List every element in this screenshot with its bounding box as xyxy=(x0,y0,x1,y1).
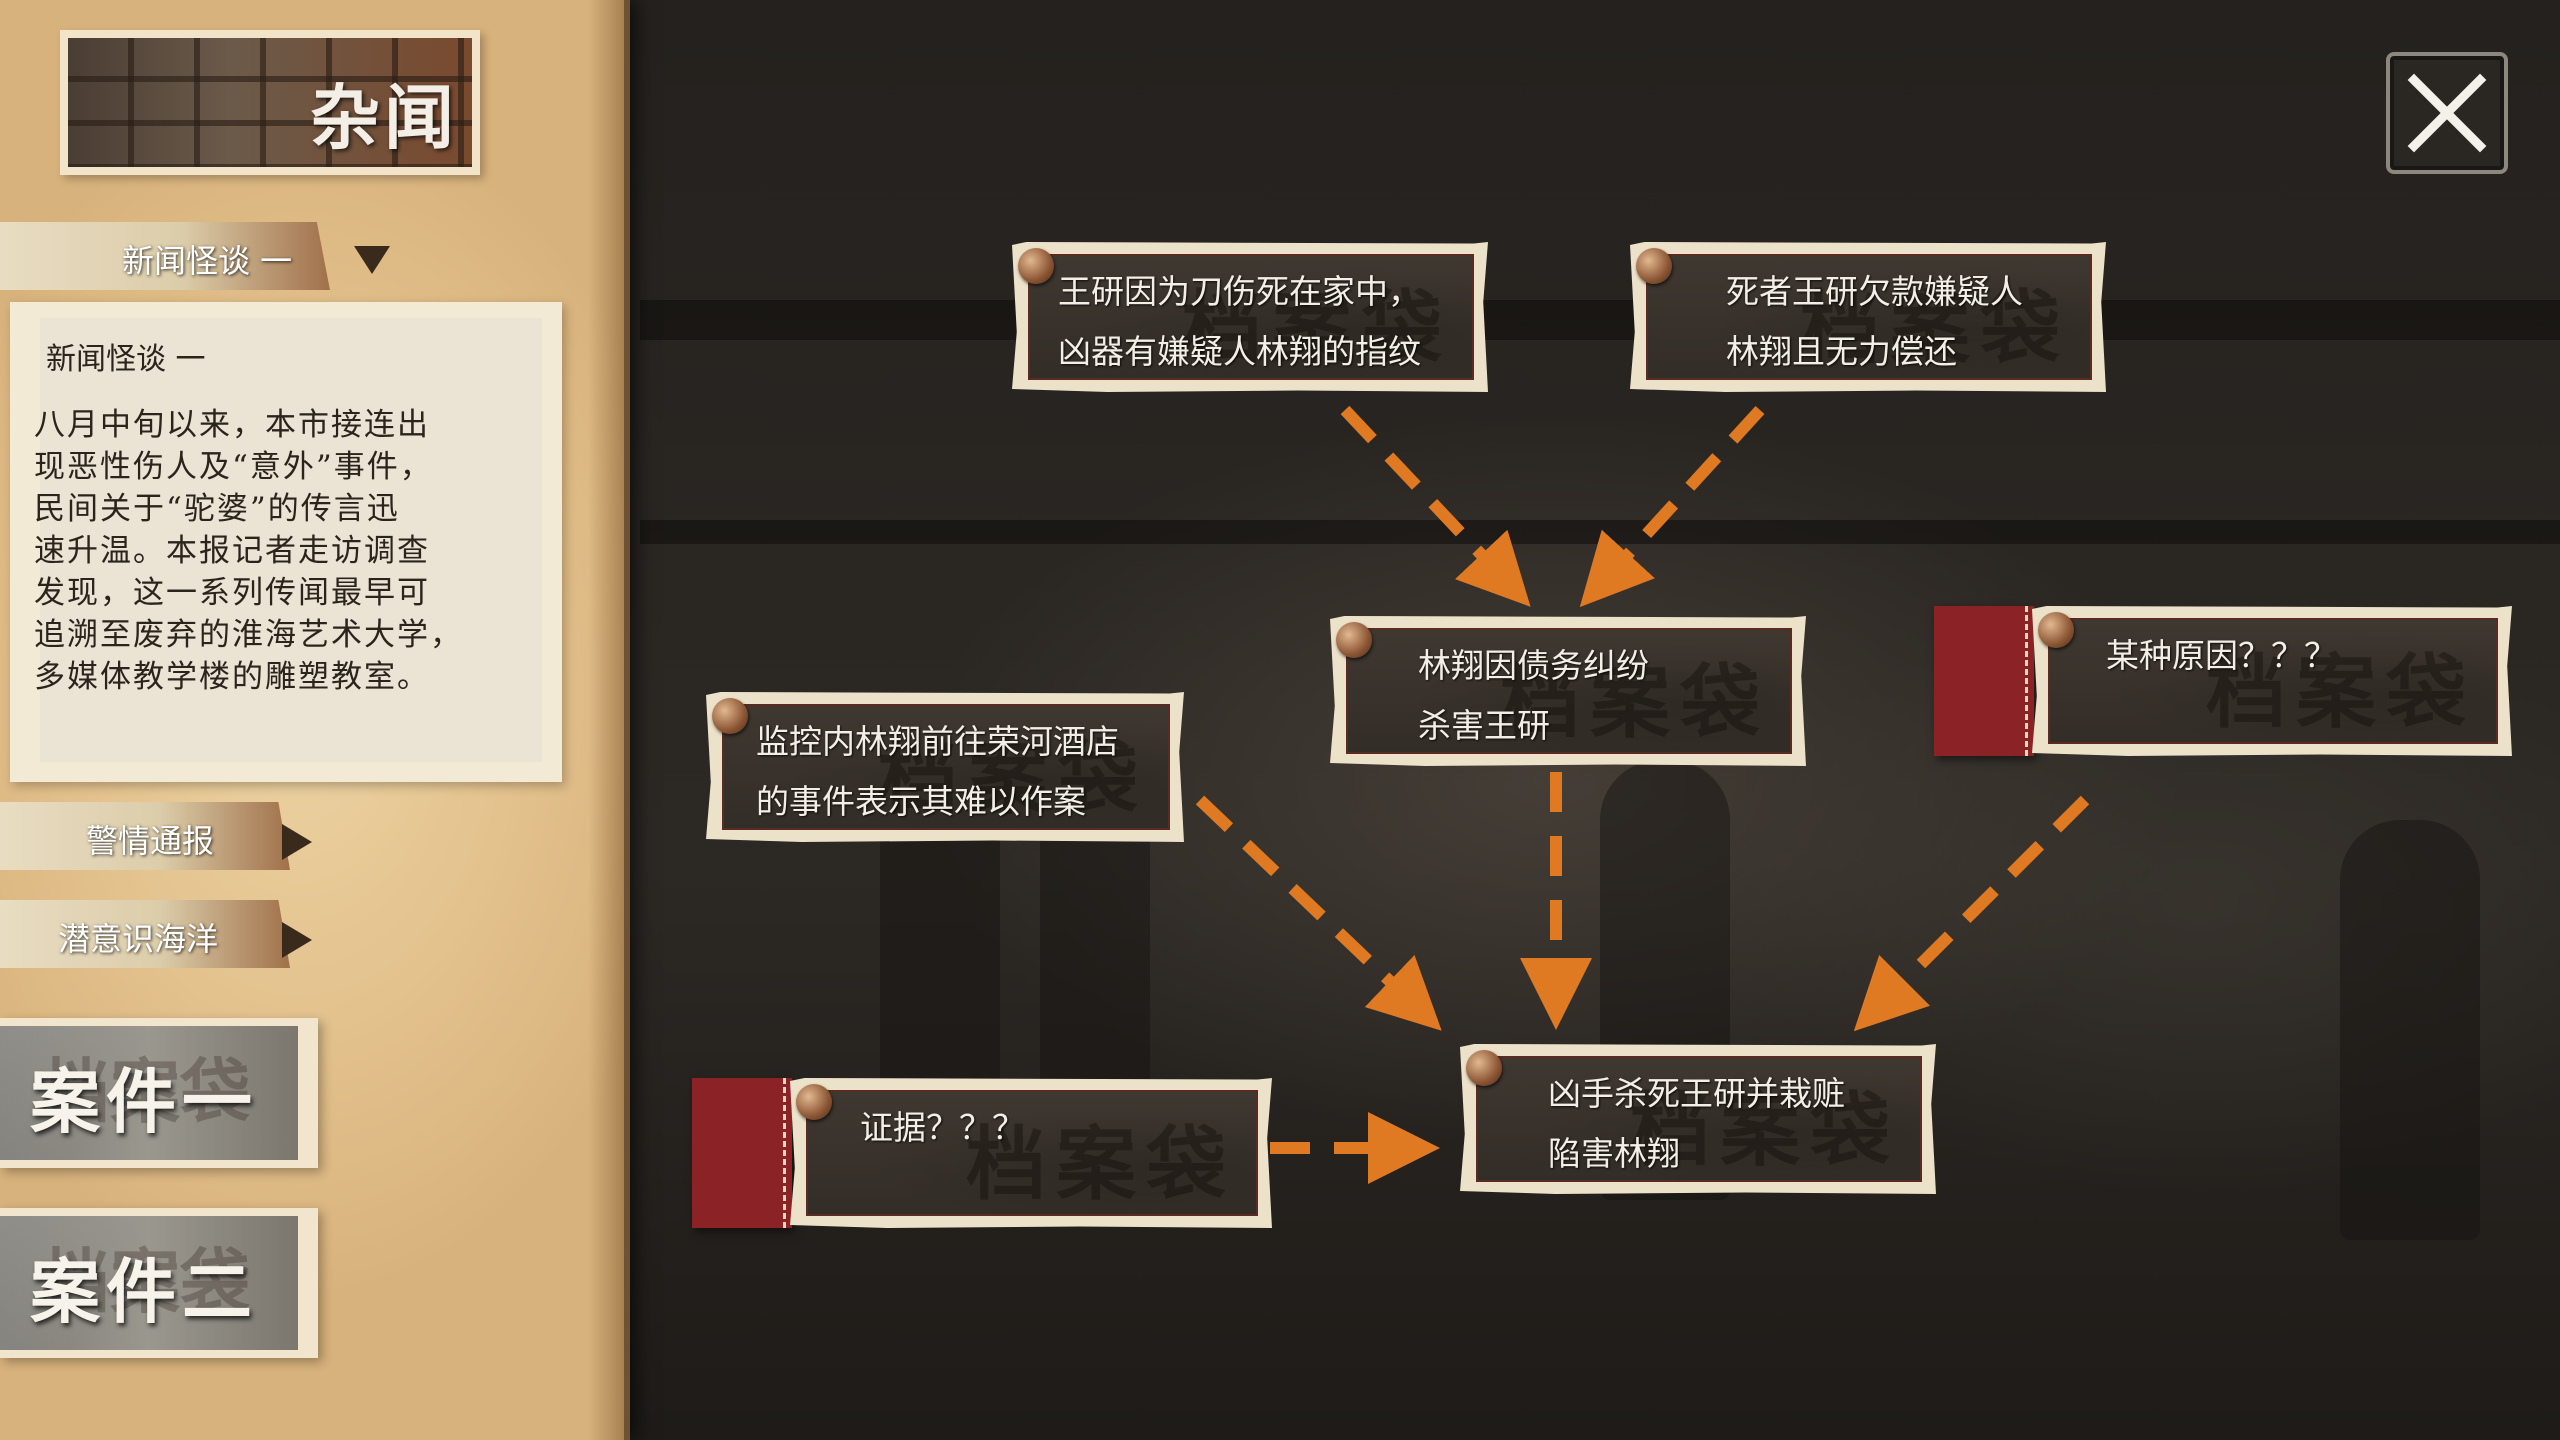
news-line: 速升温。本报记者走访调查 xyxy=(34,533,430,569)
clue-text: 某种原因？？？ xyxy=(2106,626,2492,686)
news-line: 追溯至废弃的淮海艺术大学， xyxy=(34,617,463,653)
close-button[interactable] xyxy=(2386,52,2508,174)
ceiling-beam xyxy=(640,300,2560,340)
clue-inner: 档案袋 xyxy=(1028,254,1474,380)
news-line: 现恶性伤人及“意外”事件， xyxy=(34,449,433,485)
red-tab xyxy=(1934,606,2034,756)
pin-icon xyxy=(796,1084,832,1120)
title-photo xyxy=(68,38,472,167)
clue-line: 凶器有嫌疑人林翔的指纹 xyxy=(1058,332,1421,371)
triangle-right-icon[interactable] xyxy=(282,824,312,860)
news-line: 多媒体教学楼的雕塑教室。 xyxy=(34,659,430,695)
clue-line: 陷害林翔 xyxy=(1548,1134,1680,1173)
clue-inner: 档案袋 xyxy=(1646,254,2092,380)
case-card-2[interactable]: 档案袋 案件二 xyxy=(0,1208,318,1358)
tab-news-1-label: 新闻怪谈 一 xyxy=(122,242,293,280)
close-icon xyxy=(2407,73,2487,153)
clue-stamp: 档案袋 xyxy=(1800,282,2070,375)
case-photo: 档案袋 xyxy=(0,1216,298,1350)
clue-stamp: 档案袋 xyxy=(1182,282,1452,375)
clue-text: 林翔因债务纠纷 杀害王研 xyxy=(1418,636,1786,756)
statue-silhouette xyxy=(2340,820,2480,1240)
pin-icon xyxy=(712,698,748,734)
clue-card-6[interactable]: 档案袋 证据？？？ xyxy=(790,1078,1272,1228)
pin-icon xyxy=(1636,248,1672,284)
clue-line: 凶手杀死王研并栽赃 xyxy=(1548,1074,1845,1113)
pin-icon xyxy=(1466,1050,1502,1086)
clue-inner: 档案袋 xyxy=(1476,1056,1922,1182)
case-watermark: 档案袋 xyxy=(40,1241,250,1323)
left-panel: 杂闻 新闻怪谈 一 新闻怪谈 一 八月中旬以来，本市接连出 现恶性伤人及“意外”… xyxy=(0,0,630,1440)
news-card: 新闻怪谈 一 八月中旬以来，本市接连出 现恶性伤人及“意外”事件， 民间关于“驼… xyxy=(10,302,562,782)
clue-text: 证据？？？ xyxy=(860,1098,1252,1158)
case-label: 案件一 xyxy=(30,1061,258,1143)
panel-title: 杂闻 xyxy=(310,77,458,159)
clue-line: 林翔且无力偿还 xyxy=(1726,332,1957,371)
clue-text: 凶手杀死王研并栽赃 陷害林翔 xyxy=(1548,1064,1916,1184)
news-inner xyxy=(40,318,542,762)
tab-police-report-label: 警情通报 xyxy=(86,822,215,860)
news-body: 八月中旬以来，本市接连出 现恶性伤人及“意外”事件， 民间关于“驼婆”的传言迅 … xyxy=(34,404,534,698)
clue-stamp: 档案袋 xyxy=(966,1118,1236,1211)
clue-inner: 档案袋 xyxy=(2048,618,2498,744)
clue-card-3[interactable]: 档案袋 林翔因债务纠纷 杀害王研 xyxy=(1330,616,1806,766)
tab-police-report[interactable]: 警情通报 xyxy=(0,802,290,870)
tab-subconscious-ocean[interactable]: 潜意识海洋 xyxy=(0,900,290,968)
triangle-right-icon[interactable] xyxy=(282,922,312,958)
clue-line: 某种原因？？？ xyxy=(2106,636,2337,675)
red-tab xyxy=(692,1078,792,1228)
tab-subconscious-ocean-label: 潜意识海洋 xyxy=(58,920,219,958)
clue-line: 监控内林翔前往荣河酒店 xyxy=(756,722,1119,761)
case-photo: 档案袋 xyxy=(0,1026,298,1160)
clue-stamp: 档案袋 xyxy=(1500,656,1770,749)
clue-text: 监控内林翔前往荣河酒店 的事件表示其难以作案 xyxy=(756,712,1164,832)
pin-icon xyxy=(1336,622,1372,658)
pin-icon xyxy=(2038,612,2074,648)
clue-line: 死者王研欠款嫌疑人 xyxy=(1726,272,2023,311)
clue-stamp: 档案袋 xyxy=(1630,1084,1900,1177)
clue-line: 林翔因债务纠纷 xyxy=(1418,646,1649,685)
news-title: 新闻怪谈 一 xyxy=(46,342,206,377)
pin-icon xyxy=(1018,248,1054,284)
clue-inner: 档案袋 xyxy=(1346,628,1792,754)
triangle-down-icon[interactable] xyxy=(354,246,390,274)
clue-line: 杀害王研 xyxy=(1418,706,1550,745)
clue-text: 王研因为刀伤死在家中， 凶器有嫌疑人林翔的指纹 xyxy=(1058,262,1468,382)
clue-card-7[interactable]: 档案袋 凶手杀死王研并栽赃 陷害林翔 xyxy=(1460,1044,1936,1194)
clue-card-2[interactable]: 档案袋 死者王研欠款嫌疑人 林翔且无力偿还 xyxy=(1630,242,2106,392)
clue-line: 的事件表示其难以作案 xyxy=(756,782,1086,821)
ceiling-beam xyxy=(640,520,2560,544)
title-box: 杂闻 xyxy=(60,30,480,175)
clue-inner: 档案袋 xyxy=(806,1090,1258,1216)
clue-line: 证据？？？ xyxy=(860,1108,1025,1147)
news-line: 发现，这一系列传闻最早可 xyxy=(34,575,430,611)
clue-card-5[interactable]: 档案袋 监控内林翔前往荣河酒店 的事件表示其难以作案 xyxy=(706,692,1184,842)
tab-news-1[interactable]: 新闻怪谈 一 xyxy=(0,222,330,290)
news-line: 民间关于“驼婆”的传言迅 xyxy=(34,491,400,527)
clue-line: 王研因为刀伤死在家中， xyxy=(1058,272,1421,311)
clue-inner: 档案袋 xyxy=(722,704,1170,830)
clue-text: 死者王研欠款嫌疑人 林翔且无力偿还 xyxy=(1726,262,2086,382)
case-card-1[interactable]: 档案袋 案件一 xyxy=(0,1018,318,1168)
case-watermark: 档案袋 xyxy=(40,1051,250,1133)
clue-card-1[interactable]: 档案袋 王研因为刀伤死在家中， 凶器有嫌疑人林翔的指纹 xyxy=(1012,242,1488,392)
clue-card-4[interactable]: 档案袋 某种原因？？？ xyxy=(2032,606,2512,756)
news-line: 八月中旬以来，本市接连出 xyxy=(34,407,430,443)
clue-stamp: 档案袋 xyxy=(878,732,1148,825)
case-label: 案件二 xyxy=(30,1251,258,1333)
clue-stamp: 档案袋 xyxy=(2206,646,2476,739)
